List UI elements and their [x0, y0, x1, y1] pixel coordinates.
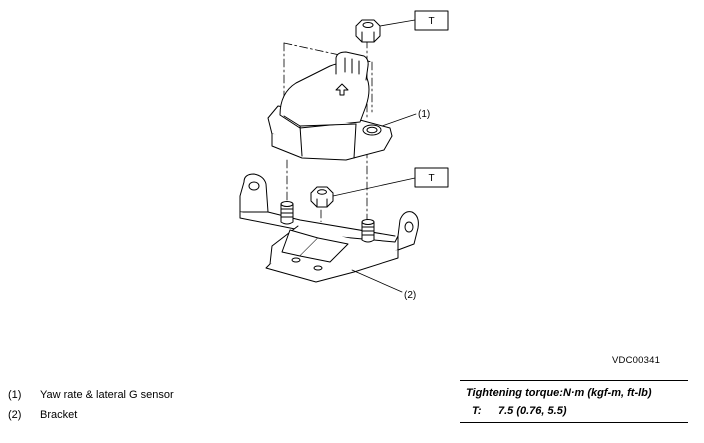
- legend-item: (1) Yaw rate & lateral G sensor: [8, 385, 174, 405]
- stud-right: [361, 219, 375, 243]
- torque-tag-top-box: [414, 10, 449, 31]
- torque-tag-mid-box: [414, 167, 449, 188]
- legend-label: Yaw rate & lateral G sensor: [40, 389, 174, 401]
- torque-spec-table: Tightening torque:N·m (kgf-m, ft-lb) T: 7…: [460, 380, 688, 423]
- stud-left: [280, 201, 294, 225]
- nut-mid: [310, 186, 334, 208]
- torque-tag-top: T: [428, 16, 434, 27]
- torque-value: 7.5 (0.76, 5.5): [498, 405, 567, 417]
- bracket: [239, 173, 419, 283]
- legend-number: (2): [8, 409, 22, 421]
- leader-lines: [332, 19, 417, 293]
- yaw-rate-sensor: [267, 51, 393, 161]
- exploded-assembly-diagram: T T (1) (2): [239, 10, 449, 301]
- torque-tag-mid: T: [428, 173, 434, 184]
- callout-bracket: (2): [404, 290, 416, 301]
- torque-symbol: T:: [472, 405, 482, 417]
- torque-value-row: T: 7.5 (0.76, 5.5): [460, 402, 688, 420]
- figure-code: VDC00341: [612, 355, 661, 366]
- callout-sensor: (1): [418, 109, 430, 120]
- torque-heading: Tightening torque:N·m (kgf-m, ft-lb): [466, 387, 652, 399]
- legend-label: Bracket: [40, 409, 78, 421]
- legend-item: (2) Bracket: [8, 405, 174, 425]
- parts-legend: (1) Yaw rate & lateral G sensor (2) Brac…: [8, 385, 174, 425]
- nut-top: [355, 19, 381, 43]
- legend-number: (1): [8, 389, 22, 401]
